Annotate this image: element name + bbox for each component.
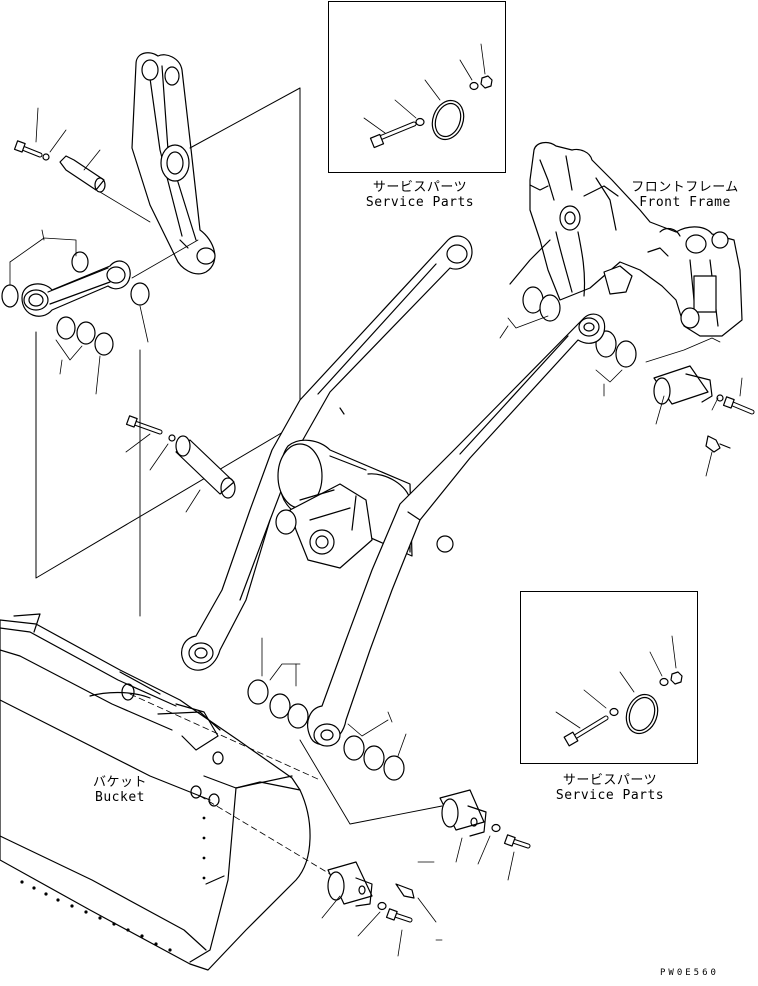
bucket-label: バケット Bucket	[80, 775, 160, 805]
service-parts-label-en: Service Parts	[555, 788, 665, 803]
washer-icon	[415, 117, 425, 127]
bucket	[0, 613, 341, 971]
bucket-label-en: Bucket	[95, 790, 145, 805]
retaining-ring-icon	[431, 99, 465, 141]
washer-icon	[609, 707, 619, 717]
service-parts-right-group	[555, 635, 683, 747]
center-pin-group	[125, 415, 236, 513]
bolt-icon	[563, 715, 609, 747]
bell-crank-pin-bore	[160, 144, 190, 182]
bell-crank	[131, 52, 216, 275]
front-frame	[509, 141, 743, 337]
service-parts-label-ja: サービスパーツ	[562, 773, 658, 788]
service-parts-label-ja: サービスパーツ	[372, 180, 468, 195]
front-frame-label-ja: フロントフレーム	[631, 180, 739, 195]
pin-icon	[59, 155, 105, 191]
front-frame-label: フロントフレーム Front Frame	[620, 180, 750, 210]
figure-code: PW0E560	[660, 968, 719, 978]
nut-icon	[480, 75, 493, 89]
exploded-frame-outline	[35, 87, 301, 579]
shim-group-right	[499, 286, 637, 397]
service-parts-label-right: サービスパーツ Service Parts	[540, 773, 680, 803]
front-frame-pin-group	[645, 337, 755, 477]
washer-icon	[469, 81, 479, 91]
top-left-pin-group	[13, 107, 151, 223]
washer-icon	[659, 677, 669, 687]
service-parts-box-right	[520, 591, 698, 764]
service-parts-label-en: Service Parts	[365, 195, 475, 210]
service-parts-label-top: サービスパーツ Service Parts	[350, 180, 490, 210]
bolt-icon	[369, 121, 417, 149]
service-parts-top-group	[363, 43, 493, 149]
front-frame-label-en: Front Frame	[639, 195, 731, 210]
retaining-ring-icon	[625, 693, 659, 735]
bucket-pin-group-lower	[321, 861, 443, 957]
shim-group-left	[1, 229, 150, 395]
connecting-link	[21, 260, 131, 317]
cutting-edge-bolts	[20, 816, 206, 952]
boom	[181, 235, 606, 747]
nut-icon	[670, 671, 683, 685]
service-parts-box-top	[328, 1, 506, 173]
bucket-pin-group-upper	[439, 789, 531, 881]
bucket-label-ja: バケット	[92, 775, 147, 790]
grease-fitting-icon	[395, 883, 415, 899]
shim-group-boom-foot	[247, 637, 407, 781]
grease-fitting-icon	[705, 435, 721, 453]
